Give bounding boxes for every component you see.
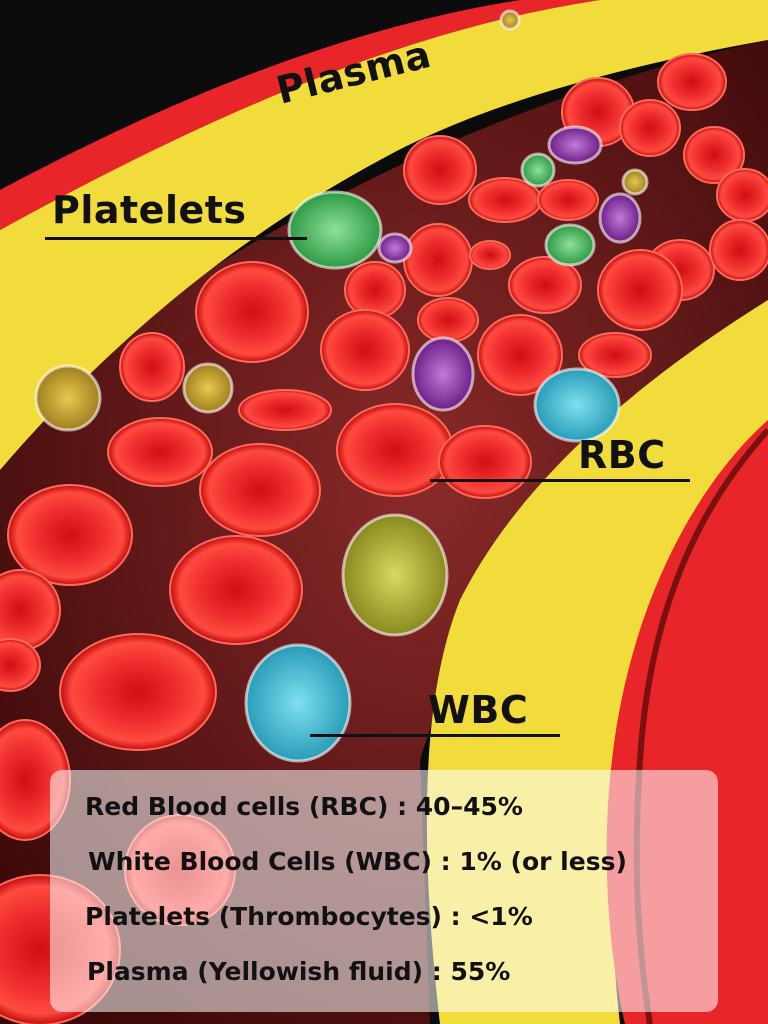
red-blood-cell bbox=[619, 99, 681, 157]
white-blood-cell-green bbox=[520, 152, 556, 188]
white-blood-cell-olive bbox=[341, 513, 449, 637]
platelets-pointer-line bbox=[45, 237, 307, 240]
red-blood-cell bbox=[0, 638, 41, 692]
red-blood-cell bbox=[199, 443, 321, 537]
white-blood-cell-purple bbox=[547, 125, 603, 165]
white-blood-cell-blue bbox=[244, 643, 352, 763]
red-blood-cell bbox=[119, 332, 185, 402]
composition-platelets: Platelets (Thrombocytes) : <1% bbox=[85, 902, 533, 931]
white-blood-cell-green bbox=[287, 190, 383, 270]
red-blood-cell bbox=[469, 240, 511, 270]
red-blood-cell bbox=[403, 135, 477, 205]
red-blood-cell bbox=[438, 425, 532, 499]
white-blood-cell-blue bbox=[533, 367, 621, 443]
composition-info-box: Red Blood cells (RBC) : 40–45% White Blo… bbox=[50, 770, 718, 1012]
red-blood-cell bbox=[537, 179, 599, 221]
red-blood-cell bbox=[578, 332, 652, 378]
platelet bbox=[499, 9, 521, 31]
red-blood-cell bbox=[597, 249, 683, 331]
red-blood-cell bbox=[403, 223, 473, 297]
red-blood-cell bbox=[7, 484, 133, 586]
white-blood-cell-purple bbox=[411, 336, 475, 412]
red-blood-cell bbox=[657, 53, 727, 111]
plasma-layer-top bbox=[0, 0, 768, 470]
red-blood-cell bbox=[195, 261, 309, 363]
red-blood-cell bbox=[59, 633, 217, 751]
label-wbc: WBC bbox=[428, 688, 529, 732]
white-blood-cell-purple bbox=[377, 232, 413, 264]
red-blood-cell bbox=[169, 535, 303, 645]
red-blood-cell bbox=[477, 314, 563, 396]
platelet bbox=[34, 364, 102, 432]
red-blood-cell bbox=[320, 309, 410, 391]
red-blood-cell bbox=[508, 256, 582, 314]
platelet bbox=[621, 168, 649, 196]
red-blood-cell bbox=[709, 219, 768, 281]
composition-plasma: Plasma (Yellowish fluid) : 55% bbox=[87, 957, 511, 986]
composition-rbc: Red Blood cells (RBC) : 40–45% bbox=[85, 792, 523, 821]
red-blood-cell bbox=[344, 261, 406, 319]
white-blood-cell-green bbox=[544, 223, 596, 267]
wbc-pointer-line bbox=[310, 734, 560, 737]
composition-wbc: White Blood Cells (WBC) : 1% (or less) bbox=[88, 847, 627, 876]
white-blood-cell-purple bbox=[598, 192, 642, 244]
red-blood-cell bbox=[683, 126, 745, 184]
red-blood-cell bbox=[238, 389, 332, 431]
red-blood-cell bbox=[716, 168, 768, 222]
red-blood-cell bbox=[107, 417, 213, 487]
label-rbc: RBC bbox=[578, 433, 666, 477]
red-blood-cell bbox=[417, 297, 479, 343]
red-blood-cell bbox=[336, 403, 454, 497]
rbc-pointer-line bbox=[430, 479, 690, 482]
label-platelets: Platelets bbox=[52, 188, 247, 232]
platelet bbox=[182, 362, 234, 414]
